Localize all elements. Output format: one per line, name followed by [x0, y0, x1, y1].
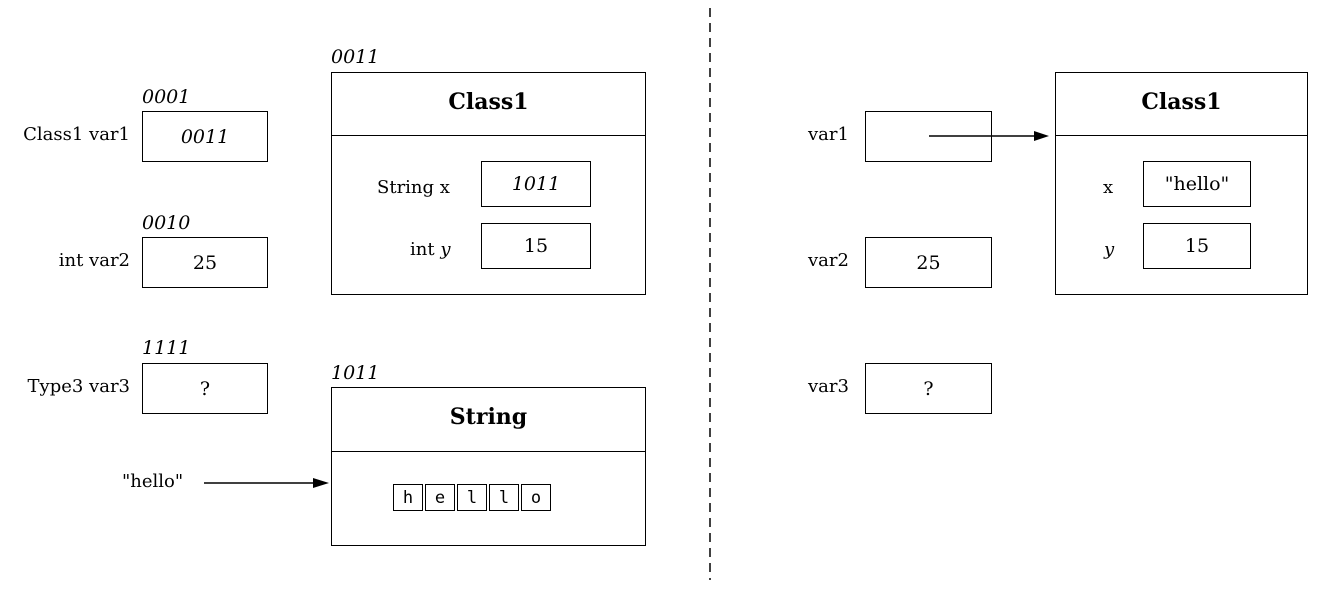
right-class1-field-x-value: "hello": [1143, 161, 1251, 207]
char-cell: e: [425, 484, 455, 511]
class1-object-title: Class1: [448, 89, 529, 115]
var1-value-box: 0011: [142, 111, 268, 162]
class1-field-x-label: String x: [377, 177, 450, 198]
right-var2-label: var2: [808, 250, 849, 271]
var2-label: int var2: [58, 250, 130, 271]
char-cell: o: [521, 484, 551, 511]
char-cell: h: [393, 484, 423, 511]
hello-pointer-arrowhead: [313, 478, 329, 488]
var1-label: Class1 var1: [23, 124, 130, 145]
right-class1-object-title: Class1: [1141, 89, 1222, 115]
right-class1-field-y-value: 15: [1143, 223, 1251, 269]
class1-object-divider: [332, 135, 645, 136]
var2-value-box: 25: [142, 237, 268, 288]
right-class1-field-x-label: x: [1103, 177, 1114, 198]
var1-address: 0001: [142, 86, 191, 108]
string-object-address: 1011: [331, 362, 380, 384]
string-char-array: h e l l o: [393, 484, 553, 511]
char-cell: l: [457, 484, 487, 511]
var3-label: Type3 var3: [27, 376, 130, 397]
class1-field-y-type: int: [410, 239, 435, 260]
string-object-box: String: [331, 387, 646, 546]
right-var1-label: var1: [808, 124, 849, 145]
char-cell: l: [489, 484, 519, 511]
var3-address: 1111: [142, 337, 191, 359]
right-var3-value-box: ?: [865, 363, 992, 414]
class1-field-y-name: y: [440, 239, 451, 260]
right-class1-object-divider: [1056, 135, 1307, 136]
right-var3-label: var3: [808, 376, 849, 397]
var1-reference-arrowhead: [1034, 131, 1049, 141]
class1-object-address: 0011: [331, 46, 380, 68]
right-class1-field-y-label: y: [1104, 239, 1115, 260]
class1-field-y-label: int y: [410, 239, 451, 260]
string-object-title: String: [449, 404, 528, 430]
string-object-divider: [332, 451, 645, 452]
class1-field-x-value: 1011: [481, 161, 591, 207]
right-var2-value-box: 25: [865, 237, 992, 288]
var2-address: 0010: [142, 212, 191, 234]
var3-value-box: ?: [142, 363, 268, 414]
class1-field-y-value: 15: [481, 223, 591, 269]
hello-literal-label: "hello": [122, 471, 184, 492]
